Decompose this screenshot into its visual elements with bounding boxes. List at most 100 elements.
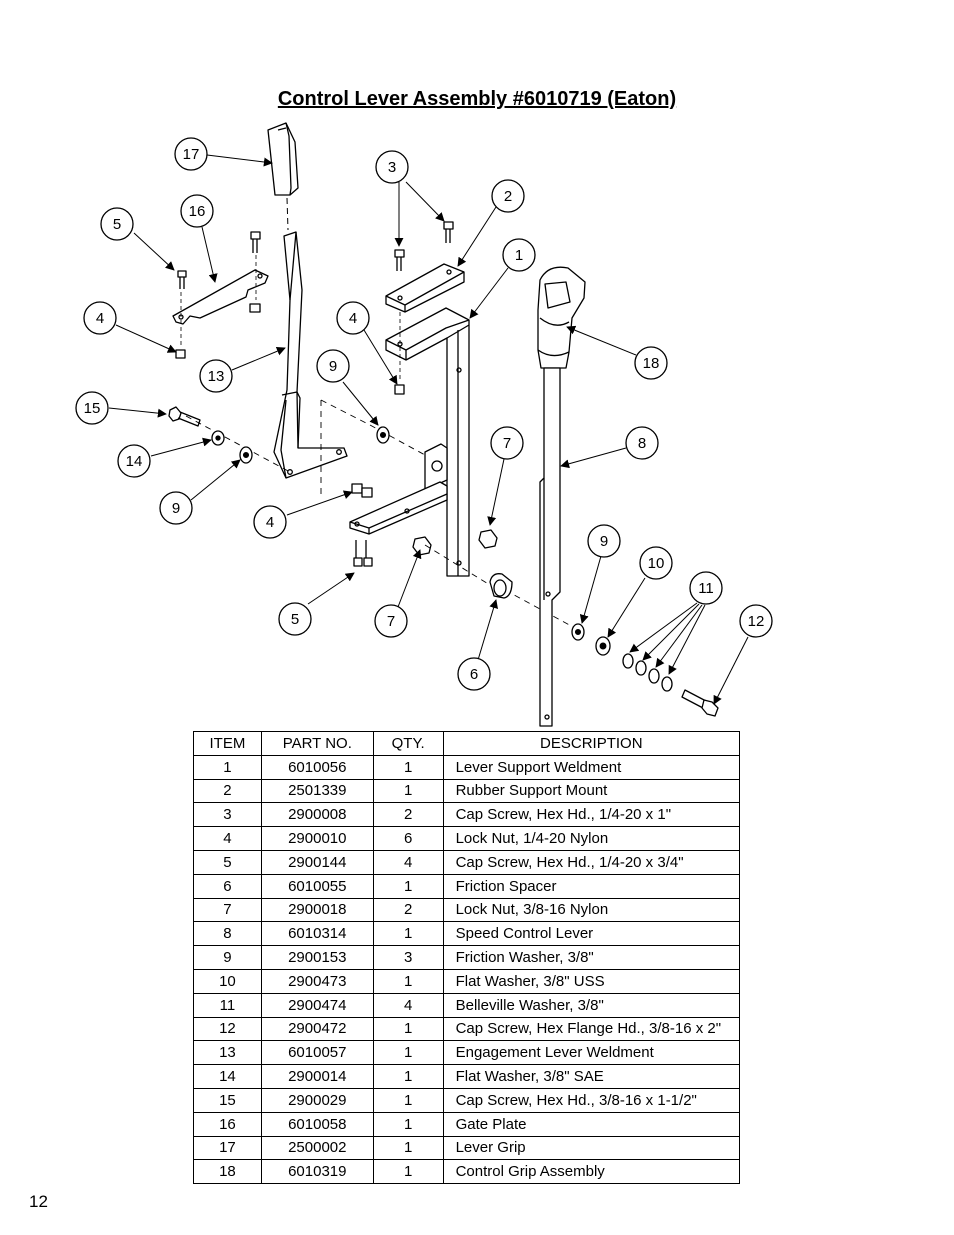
cell-item: 7 — [193, 897, 262, 923]
svg-text:5: 5 — [291, 611, 299, 628]
part-gate-plate — [172, 269, 269, 325]
cell-qty: 1 — [372, 1087, 444, 1113]
cell-description: Friction Spacer — [442, 873, 741, 899]
cell-part-no: 2900008 — [260, 802, 374, 828]
part-fasteners-gate — [175, 231, 261, 359]
svg-text:4: 4 — [266, 514, 274, 531]
part-fasteners-weldment — [351, 312, 498, 567]
callout-bubbles: 17 3 2 16 5 1 4 4 18 13 9 15 7 8 14 9 4 … — [75, 137, 773, 691]
cell-qty: 6 — [372, 826, 444, 851]
callout-14: 14 — [117, 444, 151, 478]
cell-item: 15 — [193, 1087, 262, 1113]
callout-7: 7 — [490, 426, 524, 460]
svg-text:4: 4 — [96, 310, 104, 327]
cell-part-no: 2900010 — [260, 826, 374, 851]
cell-part-no: 6010058 — [260, 1111, 374, 1137]
cell-qty: 4 — [372, 849, 444, 875]
svg-text:15: 15 — [84, 400, 101, 417]
cell-description: Lever Grip — [442, 1135, 741, 1161]
cell-part-no: 2900018 — [260, 897, 374, 923]
cell-item: 14 — [193, 1064, 262, 1089]
callout-9: 9 — [316, 349, 350, 383]
part-rubber-support-mount — [385, 221, 465, 313]
cell-item: 3 — [193, 802, 262, 828]
callout-8: 8 — [625, 426, 659, 460]
cell-part-no: 2900473 — [260, 968, 374, 994]
cell-item: 4 — [193, 826, 262, 851]
cell-part-no: 6010057 — [260, 1040, 374, 1066]
svg-text:5: 5 — [113, 216, 121, 233]
part-lever-support-weldment — [349, 307, 470, 577]
cell-description: Lock Nut, 1/4-20 Nylon — [442, 826, 741, 851]
callout-16: 16 — [180, 194, 214, 228]
cell-description: Cap Screw, Hex Hd., 1/4-20 x 1" — [442, 802, 741, 828]
cell-qty: 1 — [372, 921, 444, 947]
cell-item: 12 — [193, 1016, 262, 1042]
part-friction-spacer — [489, 573, 513, 599]
table-header-row: ITEM PART NO. QTY. DESCRIPTION — [193, 731, 741, 756]
callout-4: 4 — [253, 505, 287, 539]
part-control-grip — [537, 266, 586, 369]
callout-leaders — [108, 154, 749, 705]
cell-item: 11 — [193, 992, 262, 1018]
cell-part-no: 6010056 — [260, 754, 374, 780]
cell-qty: 1 — [372, 1040, 444, 1066]
cell-qty: 4 — [372, 992, 444, 1018]
svg-text:18: 18 — [643, 355, 660, 372]
callout-18: 18 — [634, 346, 668, 380]
cell-qty: 1 — [372, 968, 444, 994]
cell-part-no: 2900153 — [260, 945, 374, 970]
callout-15: 15 — [75, 391, 109, 425]
part-washer-stack — [571, 623, 719, 717]
cell-part-no: 6010319 — [260, 1159, 374, 1185]
cell-part-no: 2900144 — [260, 849, 374, 875]
callout-13: 13 — [199, 359, 233, 393]
svg-text:16: 16 — [189, 203, 206, 220]
cell-qty: 1 — [372, 1064, 444, 1089]
part-speed-control-lever — [539, 367, 561, 727]
callout-7: 7 — [374, 604, 408, 638]
cell-item: 10 — [193, 968, 262, 994]
cell-item: 8 — [193, 921, 262, 947]
cell-description: Belleville Washer, 3/8" — [442, 992, 741, 1018]
svg-text:9: 9 — [172, 500, 180, 517]
callout-4: 4 — [336, 301, 370, 335]
svg-text:8: 8 — [638, 435, 646, 452]
part-lever-grip — [267, 122, 299, 196]
callout-5: 5 — [278, 602, 312, 636]
callout-2: 2 — [491, 179, 525, 213]
cell-item: 16 — [193, 1111, 262, 1137]
header-description: DESCRIPTION — [442, 731, 741, 756]
cell-part-no: 2900474 — [260, 992, 374, 1018]
cell-qty: 1 — [372, 1135, 444, 1161]
callout-6: 6 — [457, 657, 491, 691]
svg-text:12: 12 — [748, 613, 765, 630]
cell-part-no: 6010055 — [260, 873, 374, 899]
cell-part-no: 2900472 — [260, 1016, 374, 1042]
cell-description: Control Grip Assembly — [442, 1159, 741, 1185]
cell-part-no: 2500002 — [260, 1135, 374, 1161]
callout-1: 1 — [502, 238, 536, 272]
svg-text:9: 9 — [600, 533, 608, 550]
callout-11: 11 — [689, 571, 723, 605]
cell-item: 9 — [193, 945, 262, 970]
exploded-parts-diagram: 17 3 2 16 5 1 4 4 18 13 9 15 7 8 14 9 4 … — [75, 122, 773, 727]
header-item: ITEM — [193, 731, 262, 756]
svg-text:2: 2 — [504, 188, 512, 205]
cell-description: Lock Nut, 3/8-16 Nylon — [442, 897, 741, 923]
callout-10: 10 — [639, 546, 673, 580]
svg-text:9: 9 — [329, 358, 337, 375]
